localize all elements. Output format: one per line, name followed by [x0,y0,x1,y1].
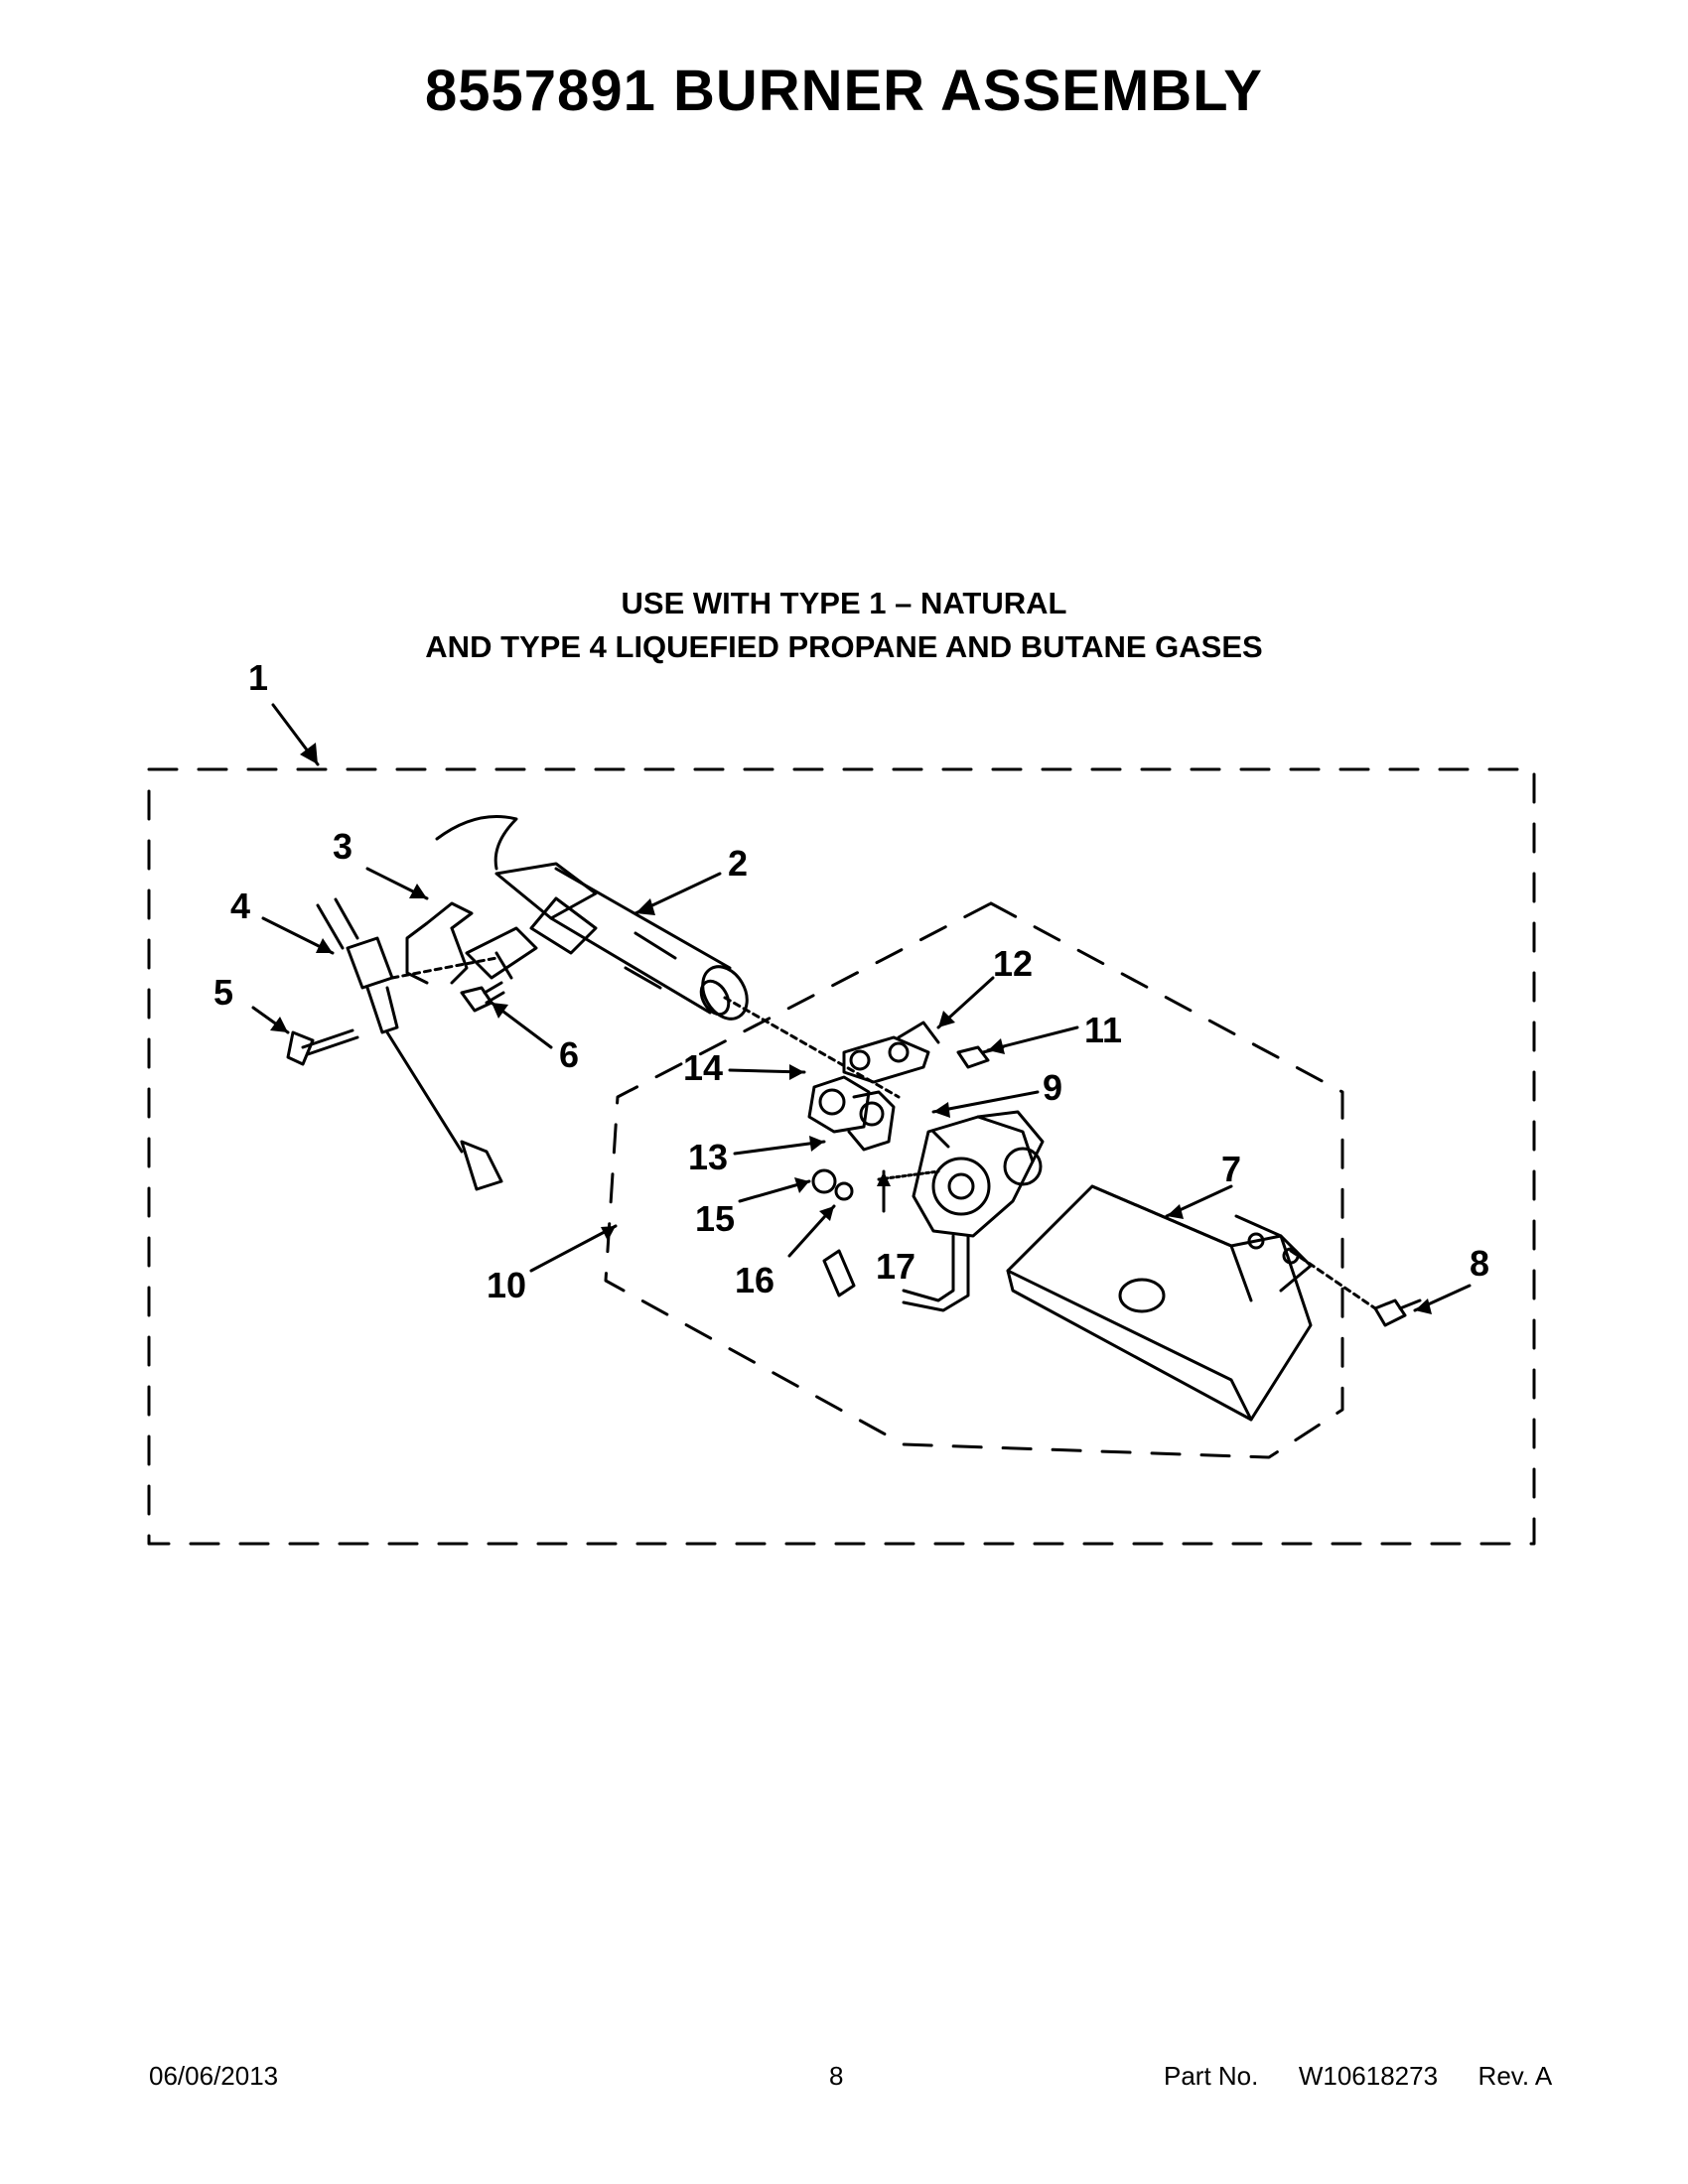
callout-13: 13 [688,1137,728,1177]
valve-bracket [842,1021,940,1084]
assembly-boundary [147,767,1536,1546]
footer-date: 06/06/2013 [149,2061,279,2091]
callout-4: 4 [230,886,250,926]
ignitor [316,897,503,1191]
revision: Rev. A [1477,2061,1553,2091]
footer-part-info: Part No. W10618273 Rev. A [1164,2061,1552,2092]
callout-12: 12 [993,943,1033,984]
callout-10: 10 [487,1265,526,1305]
callout-15: 15 [695,1198,735,1239]
callout-7: 7 [1221,1149,1241,1189]
burner-bracket [1006,1184,1313,1422]
part-number: W10618273 [1298,2061,1439,2091]
callout-17: 17 [876,1246,915,1287]
page-title: 8557891 BURNER ASSEMBLY [425,59,1263,123]
callout-6: 6 [559,1034,579,1075]
leader-lines [251,703,1472,1312]
screw-5 [286,1028,359,1066]
subtitle-line-1: USE WITH TYPE 1 – NATURAL [621,586,1067,620]
callout-14: 14 [683,1047,723,1088]
screw-8 [1373,1298,1422,1327]
ignitor-bracket [405,901,538,985]
valve-boundary [604,901,1344,1459]
callout-3: 3 [333,826,352,867]
callout-16: 16 [735,1260,774,1300]
small-parts [811,1168,940,1297]
solenoid-coils [807,1075,896,1152]
footer-page-number: 8 [829,2061,844,2091]
burner-tube [435,815,749,1021]
arrow-heads [270,743,1432,1314]
callout-5: 5 [213,972,233,1013]
subtitle-line-2: AND TYPE 4 LIQUEFIED PROPANE AND BUTANE … [425,629,1263,664]
callout-9: 9 [1043,1067,1062,1108]
callout-8: 8 [1470,1243,1489,1284]
callout-11: 11 [1084,1010,1122,1050]
callout-1: 1 [248,657,268,698]
part-label: Part No. [1164,2061,1259,2091]
gas-valve [902,1110,1045,1312]
callout-2: 2 [728,843,748,884]
